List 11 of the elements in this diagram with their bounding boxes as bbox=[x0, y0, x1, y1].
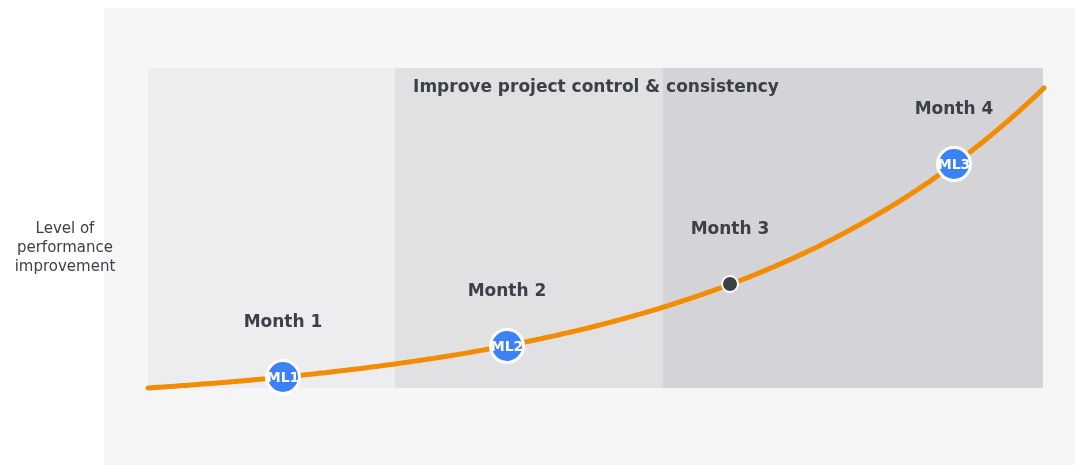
performance-curve bbox=[298, 346, 492, 378]
month-label: Month 4 bbox=[914, 98, 994, 119]
performance-curve bbox=[145, 376, 267, 391]
section-heading: Improve project control & consistency bbox=[413, 76, 779, 96]
axis-label: Level of performance improvement bbox=[13, 219, 117, 276]
month-label: Month 2 bbox=[467, 279, 547, 300]
performance-curve bbox=[737, 173, 941, 284]
month-label: Month 3 bbox=[690, 218, 770, 239]
performance-curve bbox=[522, 285, 724, 345]
month-label: Month 1 bbox=[243, 311, 323, 332]
performance-curve bbox=[967, 85, 1047, 155]
